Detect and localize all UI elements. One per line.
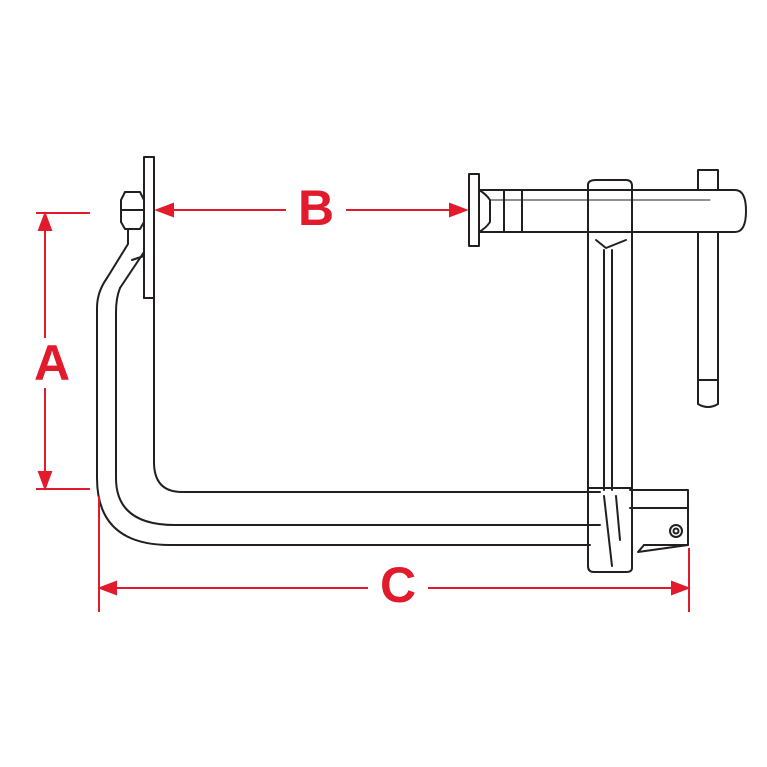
arrow-b-right-icon: [449, 202, 469, 218]
screw-end: [709, 189, 747, 233]
arrow-c-right-icon: [671, 580, 691, 596]
bar-outer-edge: [96, 277, 591, 546]
sliding-arm-foot: [587, 487, 633, 573]
rivet-icon: [669, 524, 683, 538]
sliding-arm: [587, 179, 633, 489]
dimension-label-b: B: [286, 183, 346, 233]
arrow-a-down-icon: [37, 471, 53, 491]
bar-inner-edge: [153, 297, 601, 493]
arrow-c-left-icon: [97, 580, 117, 596]
jaw-nut: [120, 191, 145, 230]
slide-bar-end: [629, 489, 689, 546]
t-handle: [697, 169, 719, 191]
fixed-jaw-plate: [143, 156, 155, 299]
screw-shaft: [479, 189, 711, 233]
dimension-label-a: A: [24, 338, 80, 388]
dimension-label-c: C: [368, 560, 428, 610]
arrow-a-up-icon: [37, 211, 53, 231]
bar-middle-edge: [115, 287, 601, 526]
swivel-pad: [468, 173, 480, 247]
arrow-b-left-icon: [154, 202, 174, 218]
jaw-bracket: [106, 228, 145, 299]
